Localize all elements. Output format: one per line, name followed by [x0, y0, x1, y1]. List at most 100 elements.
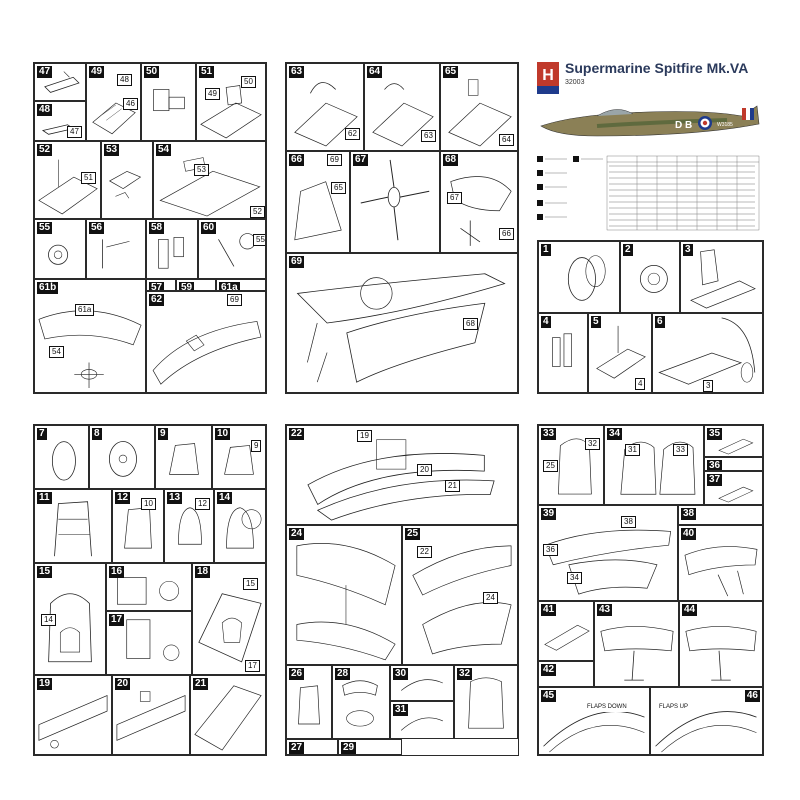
- step-number: 15: [37, 566, 53, 578]
- step-number: 14: [217, 492, 233, 504]
- part-label: 14: [41, 614, 56, 626]
- instruction-sheet-5: 22 19 20 21 24 25 22 24 26 28 30 31 32 2…: [285, 424, 519, 756]
- step-16: 16: [106, 563, 192, 611]
- step-20: 20: [112, 675, 190, 755]
- step-21: 21: [190, 675, 266, 755]
- part-label: 50: [241, 76, 256, 88]
- step-8: 8: [89, 425, 155, 489]
- step-58: 58: [146, 219, 198, 279]
- step-number: 13: [167, 492, 183, 504]
- step-69: 69 68: [286, 253, 518, 393]
- part-label: 66: [499, 228, 514, 240]
- step-39: 39 38 36 34: [538, 505, 678, 601]
- part-label: 48: [117, 74, 132, 86]
- step-number: 11: [37, 492, 52, 504]
- part-label: 3: [703, 380, 714, 392]
- part-label: 68: [463, 318, 478, 330]
- step-52: 52 51: [34, 141, 101, 219]
- step-12: 12 10: [112, 489, 164, 563]
- step-number: 33: [541, 428, 557, 440]
- part-label: 51: [81, 172, 96, 184]
- step-37: 37: [704, 471, 763, 505]
- step-62: 62 69: [146, 291, 266, 393]
- step-number: 45: [541, 690, 557, 702]
- step-number: 28: [335, 668, 351, 680]
- step-number: 61b: [37, 282, 59, 294]
- step-number: 16: [109, 566, 125, 578]
- step-number: 64: [367, 66, 383, 78]
- step-number: 54: [156, 144, 172, 156]
- step-44: 44: [679, 601, 763, 687]
- part-label: 10: [141, 498, 156, 510]
- step-number: 39: [541, 508, 557, 520]
- step-36: 36: [704, 457, 763, 471]
- kit-title-panel: H Supermarine Spitfire Mk.VA 32003 D B W…: [537, 60, 762, 232]
- part-label: 65: [331, 182, 346, 194]
- step-number: 44: [682, 604, 698, 616]
- step-number: 58: [149, 222, 165, 234]
- step-26: 26: [286, 665, 332, 739]
- step-number: 24: [289, 528, 305, 540]
- part-label: 69: [227, 294, 242, 306]
- part-label: 61a: [75, 304, 95, 316]
- brand-logo-icon: H: [537, 62, 559, 94]
- step-43: 43: [594, 601, 679, 687]
- step-47: 47: [34, 63, 86, 101]
- part-label: 15: [243, 578, 258, 590]
- part-label: 54: [49, 346, 64, 358]
- step-number: 25: [405, 528, 421, 540]
- step-1: 1: [538, 241, 620, 313]
- step-number: 34: [607, 428, 623, 440]
- step-60: 60 55: [198, 219, 266, 279]
- step-number: 65: [443, 66, 459, 78]
- part-label: 17: [245, 660, 260, 672]
- step-number: 52: [37, 144, 53, 156]
- step-number: 66: [289, 154, 305, 166]
- part-label: 22: [417, 546, 432, 558]
- step-number: 57: [149, 282, 165, 290]
- step-number: 26: [289, 668, 305, 680]
- step-number: 38: [681, 508, 697, 520]
- step-68: 68 67 66: [440, 151, 518, 253]
- step-number: 50: [144, 66, 160, 78]
- part-label: 36: [543, 544, 558, 556]
- step-number: 56: [89, 222, 105, 234]
- step-61b: 61b 61a 54: [34, 279, 146, 393]
- step-number: 49: [89, 66, 105, 78]
- step-number: 41: [541, 604, 557, 616]
- flaps-down-label: FLAPS DOWN: [585, 702, 629, 712]
- step-number: 53: [104, 144, 120, 156]
- part-label: 63: [421, 130, 436, 142]
- svg-text:H: H: [542, 67, 554, 84]
- step-18: 18 15 17: [192, 563, 266, 675]
- step-13: 13 12: [164, 489, 214, 563]
- step-number: 59: [179, 282, 195, 290]
- step-number: 17: [109, 614, 125, 626]
- part-label: 31: [625, 444, 640, 456]
- step-19: 19: [34, 675, 112, 755]
- part-label: 49: [205, 88, 220, 100]
- aircraft-codes: D B: [675, 120, 692, 131]
- step-number: 31: [393, 704, 409, 716]
- step-64: 64 63: [364, 63, 440, 151]
- part-label: 9: [251, 440, 262, 452]
- part-label: 34: [567, 572, 582, 584]
- step-number: 47: [37, 66, 53, 78]
- step-number: 68: [443, 154, 459, 166]
- step-number: 10: [215, 428, 231, 440]
- paint-chart: [537, 155, 760, 231]
- step-number: 6: [655, 316, 665, 328]
- step-59: 59: [176, 279, 216, 291]
- part-label: 69: [327, 154, 342, 166]
- step-38: 38: [678, 505, 763, 525]
- part-label: 24: [483, 592, 498, 604]
- step-49: 49 48 46: [86, 63, 141, 141]
- step-number: 22: [289, 428, 305, 440]
- step-48: 48 47: [34, 101, 86, 141]
- step-number: 12: [115, 492, 131, 504]
- step-number: 1: [541, 244, 551, 256]
- step-number: 35: [707, 428, 723, 440]
- step-50: 50: [141, 63, 196, 141]
- part-label: 55: [253, 234, 265, 246]
- instruction-sheet-3: 1 2 3 4 5 4 6 3: [537, 240, 764, 394]
